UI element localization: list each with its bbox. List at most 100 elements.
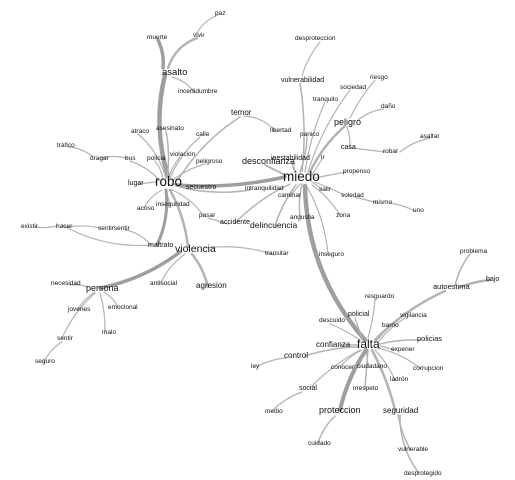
node-casa: casa	[341, 144, 356, 151]
edge-asalto-muerte	[156, 38, 165, 70]
edge-control-ley	[257, 357, 287, 367]
edge-miedo-desconfianza	[264, 164, 286, 176]
node-caminar: caminar	[278, 192, 302, 199]
edge-sentir-seguro	[43, 341, 63, 363]
edge-robo-policia	[154, 160, 164, 181]
edge-robo-violacion	[167, 156, 181, 181]
node-agresion: agresion	[196, 281, 227, 290]
node-inestabilidad: inestabilidad	[271, 155, 310, 162]
edge-falta-seguridad	[370, 348, 397, 412]
node-libertad: libertad	[270, 127, 292, 134]
edge-falta-ladron	[374, 349, 396, 381]
edge-robo-intranquilidad	[175, 185, 251, 193]
node-salir: salir	[319, 186, 332, 193]
node-vulnerabilidad: vulnerabilidad	[281, 77, 324, 84]
node-seguridad: seguridad	[383, 406, 418, 415]
edge-miedo-ir	[311, 158, 323, 176]
edge-falta-descuido	[329, 323, 361, 341]
node-vulnerable: vulnerable	[398, 446, 428, 453]
edge-peligro-casa	[346, 126, 351, 149]
node-conocer: conocer	[331, 364, 355, 371]
edge-autoestima-bajo	[458, 278, 492, 289]
graph-labels: paz vivir muerte asalto incertidumbre te…	[21, 10, 499, 477]
node-intranquilidad: intranquilidad	[245, 185, 284, 192]
edge-seguridad-vulnerable	[397, 414, 411, 450]
edge-mismo-uno	[389, 202, 416, 212]
node-trafico: trafico	[57, 142, 75, 149]
edge-temor-libertad	[243, 115, 277, 133]
node-acoso: acoso	[137, 205, 155, 212]
edge-miedo-accidente	[234, 183, 291, 224]
node-sentirsentir: sentirsentir	[98, 225, 131, 232]
edge-robar-asaltar	[399, 137, 431, 153]
edge-asalto-vivir	[166, 36, 199, 70]
edge-persona-necesidad	[69, 284, 89, 288]
edge-robo-temor	[177, 116, 241, 181]
node-robo: robo	[155, 174, 182, 189]
edge-persona-sentir	[61, 292, 96, 339]
node-violencia: violencia	[175, 243, 216, 255]
node-delincuencia: delincuencia	[250, 220, 298, 230]
edge-robo-miedo	[175, 175, 287, 188]
node-incertidumbre: incertidumbre	[178, 88, 218, 95]
node-panico: panico	[300, 131, 320, 138]
node-control: control	[284, 351, 308, 360]
edge-falta-corrupcion	[377, 347, 421, 369]
node-experier: experier	[391, 346, 415, 353]
edge-robo-atraco	[137, 133, 167, 179]
node-desprotegido: desprotegido	[404, 470, 442, 477]
edge-miedo-falta	[302, 183, 368, 343]
node-descuido: descuido	[319, 317, 345, 324]
node-hacer: hacer	[56, 223, 73, 230]
edge-casa-robar	[351, 147, 386, 153]
edge-asalto-incertidumbre	[171, 76, 196, 94]
edge-miedo-peligro	[308, 124, 347, 174]
edge-robo-peligroso	[171, 163, 206, 182]
node-cuidado: cuidado	[308, 440, 331, 447]
node-desproteccion: desproteccion	[295, 35, 336, 42]
edge-seguridad-desprotegido	[399, 414, 419, 473]
edge-robo-pasar	[169, 188, 204, 216]
node-desconfianza: desconfianza	[242, 156, 295, 166]
edge-falta-autoestima	[373, 289, 447, 342]
node-seguro: seguro	[35, 358, 55, 365]
edge-proteccion-cuidado	[317, 415, 336, 444]
node-persona: persona	[86, 283, 119, 293]
node-barrio: barrio	[382, 322, 399, 329]
edge-robo-acoso	[143, 189, 163, 209]
edge-miedo-delincuencia	[274, 184, 297, 227]
edge-falta-control	[304, 346, 359, 357]
node-calle: calle	[196, 131, 210, 138]
node-zona: zona	[336, 212, 350, 219]
node-confianza: confianza	[316, 340, 351, 349]
node-inseguro: inseguro	[319, 251, 344, 258]
edge-falta-policias	[379, 339, 421, 345]
node-peligro: peligro	[334, 117, 361, 127]
edge-sentirsentir-hacer	[67, 225, 101, 229]
edge-falta-irrespeto	[364, 349, 369, 389]
edge-violencia-antisocial	[159, 253, 186, 285]
edge-robo-asalto	[157, 72, 171, 179]
node-irrespeto: irrespeto	[353, 385, 379, 392]
edge-pasar-accidente	[207, 217, 229, 225]
node-problema: problema	[460, 248, 487, 255]
edge-falta-social	[309, 349, 361, 389]
node-mismo: mismo	[373, 199, 393, 206]
edge-persona-emocional	[103, 291, 119, 308]
edge-violencia-transitar	[204, 246, 276, 256]
node-bajo: bajo	[486, 276, 499, 283]
edge-miedo-caminar	[289, 183, 301, 197]
node-antisocial: antisocial	[150, 280, 178, 287]
node-temor: temor	[231, 108, 252, 117]
edge-peligro-riesgo	[349, 79, 376, 119]
edge-robo-bus	[129, 160, 161, 182]
node-policias: policias	[417, 334, 442, 343]
node-paz: paz	[215, 10, 225, 17]
node-policia: policia	[147, 155, 166, 162]
node-bus: bus	[125, 155, 136, 162]
edge-peligro-dano	[357, 108, 385, 121]
edge-falta-experier	[379, 345, 396, 351]
node-peligroso: peligroso	[196, 158, 223, 165]
node-dano: daño	[381, 103, 396, 110]
node-sentir: sentir	[57, 335, 74, 342]
